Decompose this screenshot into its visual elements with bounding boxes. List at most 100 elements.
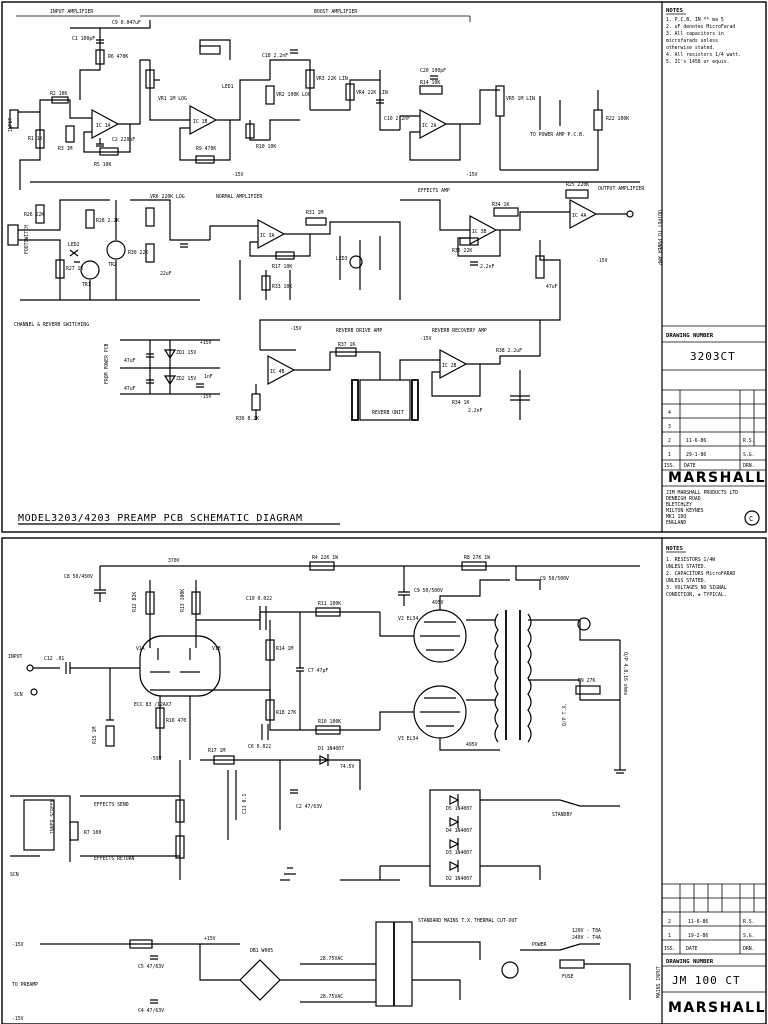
label-rail-neg-out: -15V (596, 258, 608, 264)
label-r1: R1 1K (28, 136, 43, 142)
label-scn: SCN (14, 692, 23, 698)
resistor-r16 (155, 707, 165, 729)
note-2-5: 3. VOLTAGES NO SIGNAL (666, 585, 727, 591)
label-r5: R5 10K (94, 162, 111, 168)
rev-1-iss-4: 4 (668, 410, 671, 416)
drawing-number-2: JM 100 CT (672, 974, 741, 987)
label-amp-input: INPUT (8, 654, 23, 660)
label-effects-send: EFFECTS SEND (94, 802, 129, 808)
label-r26: R26 22K (24, 212, 44, 218)
transistor-tr1 (80, 260, 100, 280)
label-led2: LED2 (68, 242, 80, 248)
label-rail-59: -59V (150, 756, 162, 762)
resistor-r26 (35, 204, 45, 224)
label-output: OUTPUT TO POWER AMP (656, 210, 662, 265)
label-ic3b: IC 3B (472, 229, 487, 235)
label-boost-amplifier: BOOST AMPLIFIER (314, 9, 357, 15)
resistor-r31 (305, 217, 327, 226)
resistor-r17 (213, 755, 235, 765)
label-c-1: 1nF (204, 374, 213, 380)
label-c9: C9 50/500V (414, 588, 443, 594)
label-r14: R14 1M (276, 646, 293, 652)
label-c2: C2 220pF (112, 137, 135, 143)
resistor-r8 (461, 561, 487, 571)
label-c6: C6 0.022 (248, 744, 271, 750)
label-c20: C20 100pF (420, 68, 446, 74)
reverb-block: IC 4B R36 8.2K R37 1K REVERB UNIT IC 2B … (236, 320, 541, 422)
output-valves: V2 EL34 495V V3 EL34 495V (379, 579, 510, 751)
label-r-recovery: R34 1K (452, 400, 469, 406)
label-led1: LED1 (222, 84, 234, 90)
label-r12: R12 82K (132, 592, 138, 612)
scn-terminal (30, 688, 38, 696)
label-reverb-recovery: REVERB RECOVERY AMP (432, 328, 487, 334)
valve-envelope-v1 (139, 635, 221, 697)
resistor-r3 (65, 125, 75, 143)
label-standby: STANDBY (552, 812, 572, 818)
rev-1-date-1: 29-1-86 (686, 452, 706, 458)
resistor-r9 (575, 685, 601, 695)
diode-d4 (449, 816, 460, 828)
label-ic4b: IC 4B (270, 369, 285, 375)
rev-2-by-2: R.S. (743, 919, 755, 925)
pot-vr4 (345, 83, 355, 101)
label-c2: C2 47/63V (296, 804, 322, 810)
note-1-2: 2. uF denotes MicroFarad (666, 24, 735, 30)
note-1-5: otherwise stated. (666, 45, 715, 51)
effects-output-block: IC 3B R34 1K R35 22K 2.2nF IC 4A OUTPUT … (259, 182, 662, 350)
copyright-letter: C (749, 515, 753, 523)
label-rail-370: 370V (168, 558, 180, 564)
sheet-1-preamp: 4 3 2 11-6-86 R.S. 1 29-1-86 S.G. ISS. D… (1, 1, 767, 533)
note-1-1: 1. P.C.B. IN ** ma 5 (666, 17, 724, 23)
rev-1-by-2: R.S. (743, 438, 755, 444)
resistor-r7 (69, 821, 79, 841)
address-line-5: MK1 1DQ (666, 514, 686, 520)
label-r36: R36 8.2K (236, 416, 259, 422)
rev-1-date-2: 11-6-86 (686, 438, 706, 444)
effects-loop-block: INNER SCREEN EFFECTS SEND EFFECTS RETURN… (10, 795, 180, 878)
resistor-r13 (191, 591, 201, 615)
resistor-r17 (275, 251, 295, 260)
rev-1-iss-2: 2 (668, 438, 671, 444)
label-rail-15n-b: -15V (12, 1016, 24, 1022)
reverb-coil-b (411, 379, 419, 421)
label-heat-b: 28.75VAC (320, 994, 343, 1000)
note-2-1: 1. RESISTORS 1/4W (666, 557, 715, 563)
label-led3: LED3 (336, 256, 348, 262)
sheet-2-border (1, 537, 767, 1024)
label-d1: D1 1N4007 (318, 746, 344, 752)
resistor-r10 (315, 725, 341, 735)
label-r17: R17 10K (272, 264, 292, 270)
label-effects-return: EFFECTS RETURN (94, 856, 135, 862)
label-thermal: THERMAL CUT-OUT (474, 918, 517, 924)
label-power: POWER (532, 942, 547, 948)
zener-zd2 (163, 375, 177, 386)
bridge-rectifier (239, 959, 281, 1001)
pot-vr1 (145, 69, 155, 89)
label-c-reverb: 2.2nF (468, 408, 483, 414)
note-1-4: microfarads unless (666, 38, 718, 44)
label-r7: R7 100 (84, 830, 101, 836)
zener-zd1 (163, 349, 177, 360)
label-r35: R35 22K (452, 248, 472, 254)
resistor-r2 (51, 96, 69, 104)
diode-bank-frame (429, 789, 481, 887)
note-1-6: 4. All resistors 1/4 watt. (666, 52, 741, 58)
label-heat-a: 28.75VAC (320, 956, 343, 962)
label-r17: R17 1M (208, 748, 225, 754)
label-r14: R14 10K (420, 80, 440, 86)
address-line-4: MILTON KEYNES (666, 508, 704, 514)
label-ic3a: IC 3A (260, 233, 275, 239)
note-1-3: 3. All capacitors in (666, 31, 724, 37)
pot-vr3 (305, 69, 315, 89)
label-vr5: VR5 1M LIN (506, 96, 535, 102)
label-r9: R9 470K (196, 146, 216, 152)
label-to-preamp: TO PREAMP (12, 982, 38, 988)
led-led2 (69, 249, 79, 257)
opamp-ic2b (439, 348, 468, 380)
label-c18: C18 2.2nF (262, 53, 288, 59)
rev-2-iss-2: 2 (668, 919, 671, 925)
led-pair-boost (199, 45, 221, 55)
label-output-transformer: O/P T.X. (562, 703, 568, 726)
